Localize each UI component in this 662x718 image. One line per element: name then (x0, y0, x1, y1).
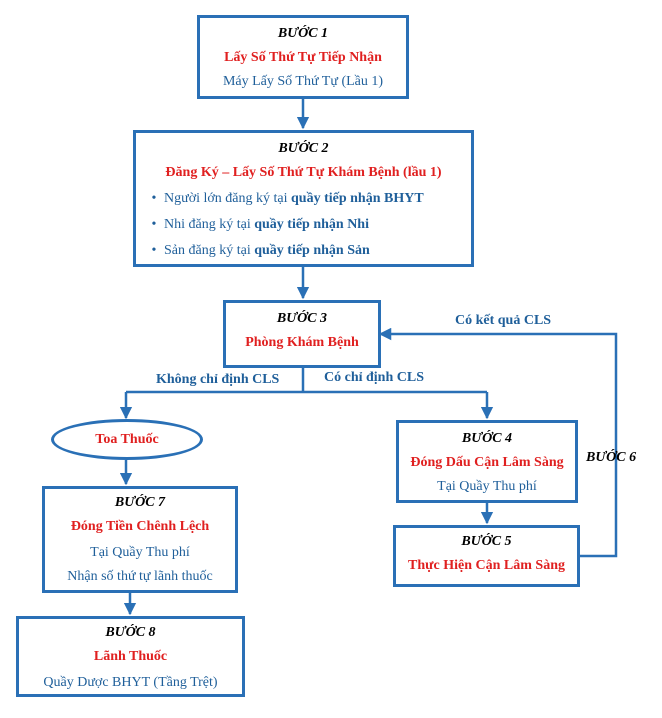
bullet-bold: quầy tiếp nhận Nhi (254, 217, 369, 232)
step-7-label: BƯỚC 7 (114, 495, 166, 510)
prescription-ellipse: Toa Thuốc (51, 419, 203, 460)
step-5-title: Thực Hiện Cận Lâm Sàng (408, 558, 565, 573)
step-7-sub-2: Nhận số thứ tự lãnh thuốc (67, 569, 213, 584)
step-3-title: Phòng Khám Bệnh (245, 335, 359, 350)
prescription-title: Toa Thuốc (95, 432, 159, 447)
bullet-text: Sản đăng ký tại (164, 243, 255, 258)
step-4-title: Đóng Dấu Cận Lâm Sàng (410, 455, 564, 470)
step-2-bullet-3: • Sản đăng ký tại quầy tiếp nhận Sản (144, 243, 370, 259)
step-5-box: BƯỚC 5 Thực Hiện Cận Lâm Sàng (393, 525, 580, 587)
label-result-cls: Có kết quả CLS (455, 313, 552, 328)
bullet-marker: • (151, 243, 157, 258)
bullet-marker: • (151, 217, 157, 232)
label-no-cls: Không chỉ định CLS (156, 372, 280, 387)
step-4-sub: Tại Quầy Thu phí (437, 479, 537, 494)
step-2-label: BƯỚC 2 (278, 141, 329, 156)
step-2-box: BƯỚC 2 Đăng Ký – Lấy Số Thứ Tự Khám Bệnh… (133, 130, 474, 267)
step-7-box: BƯỚC 7 Đóng Tiền Chênh Lệch Tại Quầy Thu… (42, 486, 238, 593)
step-2-bullet-2: • Nhi đăng ký tại quầy tiếp nhận Nhi (144, 217, 369, 233)
step-1-box: BƯỚC 1 Lấy Số Thứ Tự Tiếp Nhận Máy Lấy S… (197, 15, 409, 99)
bullet-text: Người lớn đăng ký tại (164, 191, 291, 206)
arrow-5-3-return (378, 327, 618, 558)
step-8-box: BƯỚC 8 Lãnh Thuốc Quầy Dược BHYT (Tầng T… (16, 616, 245, 697)
step-2-bullet-1: • Người lớn đăng ký tại quầy tiếp nhận BH… (144, 191, 424, 207)
step-4-label: BƯỚC 4 (461, 431, 513, 446)
step-4-box: BƯỚC 4 Đóng Dấu Cận Lâm Sàng Tại Quầy Th… (396, 420, 578, 503)
step-1-title: Lấy Số Thứ Tự Tiếp Nhận (224, 50, 382, 65)
bullet-marker: • (151, 191, 157, 206)
step-8-title: Lãnh Thuốc (93, 649, 168, 664)
bullet-text: Nhi đăng ký tại (164, 217, 255, 232)
step-3-box: BƯỚC 3 Phòng Khám Bệnh (223, 300, 381, 368)
step-5-label: BƯỚC 5 (461, 534, 512, 549)
step-8-sub: Quầy Dược BHYT (Tầng Trệt) (43, 675, 218, 690)
bullet-bold: quầy tiếp nhận BHYT (291, 191, 424, 206)
label-cls: Có chỉ định CLS (324, 370, 424, 385)
step-2-title: Đăng Ký – Lấy Số Thứ Tự Khám Bệnh (lầu 1… (165, 165, 442, 180)
step-7-title: Đóng Tiền Chênh Lệch (70, 519, 210, 534)
step-3-label: BƯỚC 3 (276, 311, 328, 326)
step-1-label: BƯỚC 1 (277, 26, 329, 41)
step-7-sub-1: Tại Quầy Thu phí (90, 545, 190, 560)
label-step-6: BƯỚC 6 (586, 450, 637, 465)
bullet-bold: quầy tiếp nhận Sản (254, 243, 370, 258)
step-1-sub: Máy Lấy Số Thứ Tự (Lầu 1) (222, 74, 384, 89)
step-8-label: BƯỚC 8 (105, 625, 156, 640)
